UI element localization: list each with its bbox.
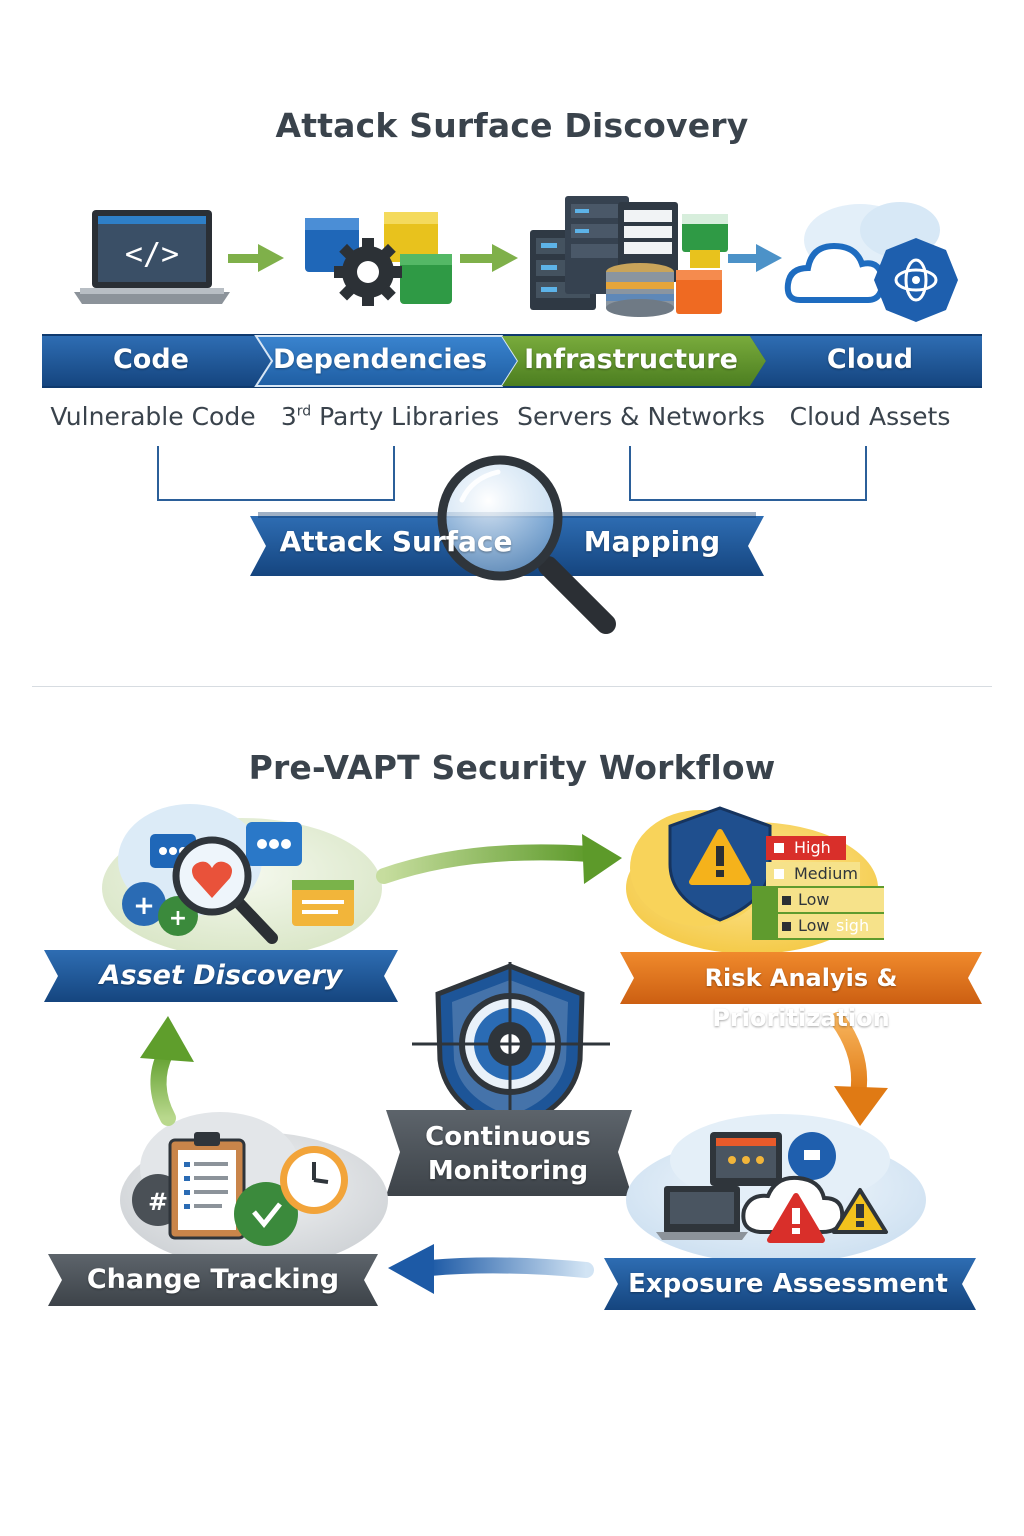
- flow-arrow-icon: [834, 1086, 888, 1126]
- workflow-title: Pre-VAPT Security Workflow: [248, 748, 776, 787]
- exposure-ribbon: [604, 1258, 976, 1310]
- flow-arrow-icon: [140, 1016, 194, 1062]
- flow-arrow-icon: [460, 244, 518, 272]
- svg-text:</>: </>: [125, 237, 179, 272]
- mapping-label-left: Attack Surface: [279, 525, 513, 558]
- magnifier-icon: [437, 455, 616, 634]
- risk-ribbon: [620, 952, 982, 1004]
- change-tracking-label: Change Tracking: [86, 1264, 340, 1295]
- server-rack-icon: [530, 196, 728, 317]
- laptop-code-icon: </>: [74, 210, 230, 304]
- stage-sub-dependencies: 3rd Party Libraries: [280, 402, 500, 431]
- grouping-bracket: [157, 446, 867, 501]
- continuous-monitoring-ribbon: [386, 1110, 632, 1196]
- risk-level-low: Low: [798, 890, 830, 909]
- stage-sub-infrastructure: Servers & Networks: [517, 402, 765, 431]
- flow-arrow-icon: [228, 244, 284, 272]
- stage-label-dependencies: Dependencies: [272, 344, 488, 375]
- risk-analysis-label: Risk Analyis & Prioritization: [704, 964, 898, 1032]
- magnifier-heart-icon: + +: [102, 804, 382, 958]
- flow-arrow-icon: [376, 844, 598, 884]
- risk-level-list: [752, 836, 884, 940]
- package-gear-icon: [305, 212, 452, 306]
- risk-level-high: High: [794, 838, 831, 857]
- exposure-assessment-label: Exposure Assessment: [628, 1269, 948, 1299]
- risk-level-low-2: Low: [798, 916, 830, 935]
- cloud-icon: [784, 202, 958, 322]
- flow-arrow-icon: [388, 1244, 434, 1294]
- flow-arrow-icon: [582, 834, 622, 884]
- change-tracking-ribbon: [48, 1254, 378, 1306]
- mapping-label-right: Mapping: [583, 525, 721, 558]
- svg-text:+: +: [169, 906, 187, 931]
- stage-sub-cloud: Cloud Assets: [789, 402, 951, 431]
- flow-arrow-icon: [422, 1257, 594, 1278]
- svg-text:#: #: [148, 1188, 168, 1216]
- asset-discovery-label: Asset Discovery: [99, 960, 343, 991]
- risk-level-overlay: sigh: [836, 916, 870, 935]
- cloud-warning-icon: [626, 1114, 926, 1264]
- flow-arrow-icon: [150, 1044, 176, 1126]
- stage-sub-code: Vulnerable Code: [50, 402, 256, 431]
- clipboard-clock-icon: #: [120, 1112, 388, 1268]
- flow-arrow-icon: [728, 244, 782, 272]
- asset-discovery-ribbon: [44, 950, 398, 1002]
- target-shield-icon: [412, 962, 610, 1133]
- stage-label-infrastructure: Infrastructure: [524, 344, 738, 375]
- discovery-title: Attack Surface Discovery: [275, 106, 749, 145]
- section-divider: [32, 686, 992, 687]
- stage-label-cloud: Cloud: [826, 344, 914, 375]
- stage-banner: [42, 334, 982, 388]
- risk-level-medium: Medium: [794, 864, 858, 883]
- stage-label-code: Code: [112, 344, 189, 375]
- continuous-monitoring-label: Continuous Monitoring: [425, 1122, 591, 1186]
- svg-text:+: +: [133, 891, 155, 921]
